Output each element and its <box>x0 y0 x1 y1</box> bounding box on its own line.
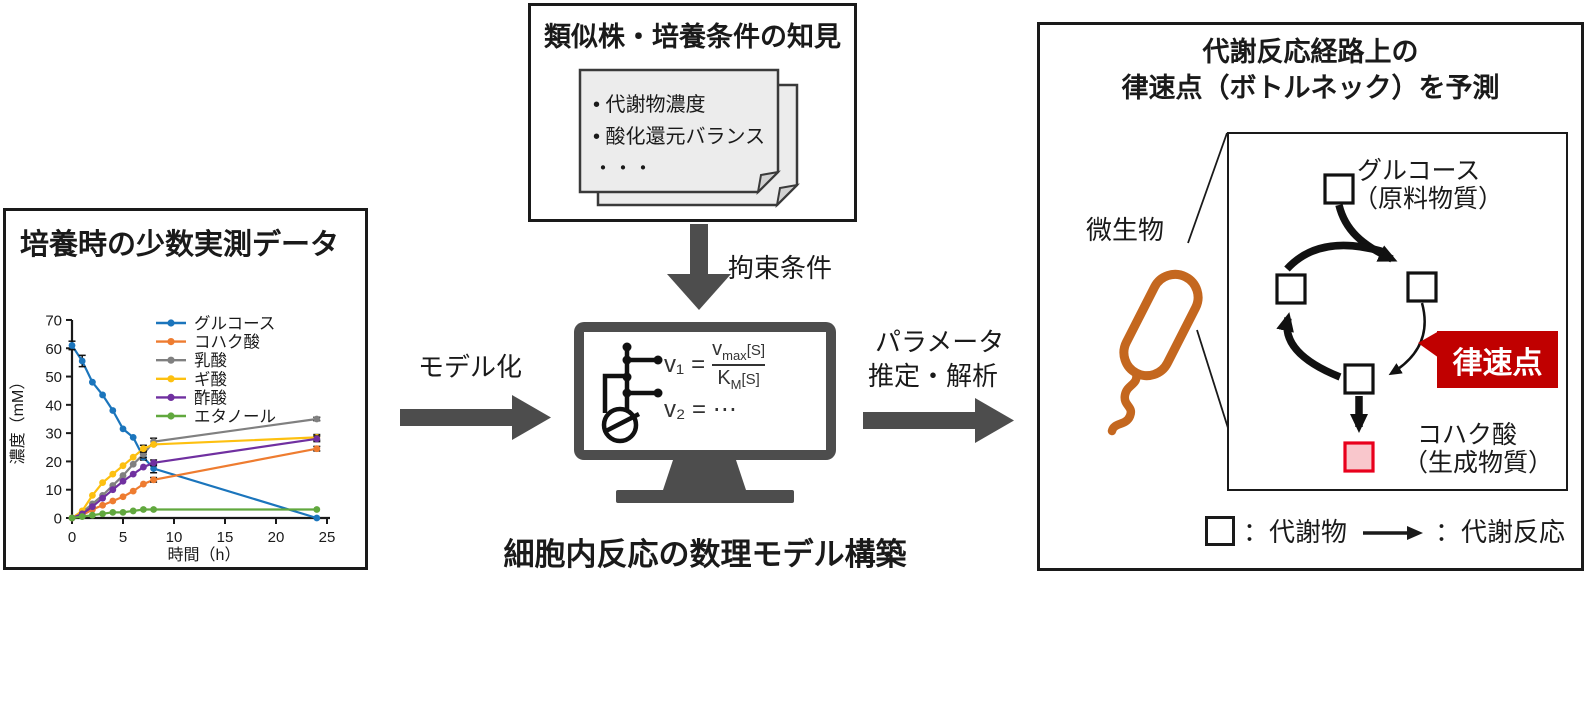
reaction-arrow-top-arc <box>1284 241 1386 272</box>
svg-text:30: 30 <box>45 426 62 443</box>
modeling-label: モデル化 <box>418 352 523 382</box>
svg-text:70: 70 <box>45 312 62 329</box>
reaction-arrow-left-up <box>1276 312 1342 381</box>
left-panel-title: 培養時の少数実測データ <box>20 229 340 261</box>
concentration-time-chart: 0 10 20 30 40 50 60 70 0 5 10 15 20 25 濃度（mM） 時間（h） グルコー… <box>9 312 336 564</box>
fraction-numerator: vmax[S] <box>712 338 765 363</box>
metabolite-square-glucose <box>1323 173 1355 205</box>
reaction-arrows <box>1276 204 1426 433</box>
vmax-subscript: max <box>722 348 747 363</box>
param-label-line2: 推定・解析 <box>868 361 999 391</box>
document-stack-icon <box>578 68 800 208</box>
svg-text:酢酸: 酢酸 <box>194 388 228 407</box>
equals-sign: = <box>691 351 706 378</box>
svg-text:0: 0 <box>54 511 62 528</box>
pathway-diagram <box>1107 132 1439 473</box>
svg-text:25: 25 <box>319 529 336 546</box>
legend-reaction-arrow-icon <box>1363 525 1424 540</box>
km-base: K <box>717 367 731 389</box>
modeling-arrow-icon <box>400 395 551 440</box>
parameter-arrow-icon <box>863 398 1014 443</box>
knowledge-item: • 代謝物濃度 <box>593 94 706 116</box>
right-panel-title: 代謝反応経路上の 律速点（ボトルネック）を予測 <box>1040 35 1581 106</box>
succinate-label: コハク酸 <box>1417 421 1518 449</box>
glucose-sublabel: （原料物質） <box>1353 185 1504 213</box>
substrate-bracket: [S] <box>741 371 760 388</box>
reaction-arrow-bottleneck <box>1388 302 1426 376</box>
bottleneck-pointer <box>1418 331 1439 358</box>
microbe-icon <box>1107 269 1203 436</box>
svg-text:グルコース: グルコース <box>194 314 275 333</box>
substrate-bracket: [S] <box>746 342 766 359</box>
right-panel-title-line2: 律速点（ボトルネック）を予測 <box>1121 72 1500 103</box>
callout-lines <box>1187 132 1229 429</box>
legend-reaction-label: ：代謝反応 <box>1435 517 1566 547</box>
michaelis-menten-fraction: vmax[S] KM[S] <box>712 338 766 392</box>
measured-data-panel: 培養時の少数実測データ 0 10 20 30 40 50 60 70 0 5 10 15 20 25 濃度（… <box>3 208 368 570</box>
svg-text:5: 5 <box>119 529 127 546</box>
prediction-panel: 代謝反応経路上の 律速点（ボトルネック）を予測 微生物 <box>1037 22 1584 571</box>
svg-text:コハク酸: コハク酸 <box>194 333 261 352</box>
svg-text:時間（h）: 時間（h） <box>168 546 241 564</box>
knowledge-box: 類似株・培養条件の知見 • 代謝物濃度 • 酸化還元バランス ・・・ <box>528 3 857 222</box>
metabolite-square-bottom <box>1343 363 1375 395</box>
pathway-inner-box <box>1227 132 1568 491</box>
constraint-down-arrow-icon <box>667 224 731 310</box>
metabolite-squares <box>1275 173 1438 395</box>
svg-text:20: 20 <box>45 454 62 471</box>
km-subscript: M <box>730 377 742 392</box>
succinate-sublabel: （生成物質） <box>1403 449 1554 477</box>
vmax-base: v <box>712 338 723 360</box>
svg-text:50: 50 <box>45 369 62 386</box>
computer-monitor-icon <box>574 322 836 503</box>
svg-text:10: 10 <box>166 529 183 546</box>
legend-metabolite-square-icon <box>1205 515 1235 546</box>
svg-text:60: 60 <box>45 341 62 358</box>
pathway-legend: ：代謝物 ：代謝反応 <box>1205 512 1565 549</box>
svg-text:エタノール: エタノール <box>194 407 276 426</box>
svg-text:ギ酸: ギ酸 <box>194 370 228 389</box>
svg-text:10: 10 <box>45 482 62 499</box>
microbe-label: 微生物 <box>1086 215 1165 245</box>
reaction-arrow-glucose <box>1335 204 1398 263</box>
right-panel-title-line1: 代謝反応経路上の <box>1202 37 1419 67</box>
v1-symbol: v₁ <box>664 351 685 378</box>
fraction-bar <box>712 364 766 366</box>
model-caption: 細胞内反応の数理モデル構築 <box>503 537 907 572</box>
svg-text:濃度（mM）: 濃度（mM） <box>9 374 27 465</box>
knowledge-box-title: 類似株・培養条件の知見 <box>544 22 841 52</box>
param-label-line1: パラメータ <box>875 327 1005 357</box>
product-square <box>1343 441 1375 473</box>
glucose-label: グルコース <box>1357 157 1481 185</box>
v2-equation: v₂ = ⋯ <box>664 396 737 423</box>
fraction-denominator: KM[S] <box>717 367 760 392</box>
svg-text:15: 15 <box>217 529 234 546</box>
metabolite-square-right <box>1406 271 1438 303</box>
bottleneck-badge: 律速点 <box>1437 331 1558 388</box>
svg-text:乳酸: 乳酸 <box>194 351 228 370</box>
legend-metabolite-label: ：代謝物 <box>1243 517 1348 547</box>
svg-text:0: 0 <box>68 529 76 546</box>
svg-text:20: 20 <box>268 529 285 546</box>
svg-text:40: 40 <box>45 397 62 414</box>
rate-equation-line1: v₁ = vmax[S] KM[S] <box>664 338 766 392</box>
knowledge-item: ・・・ <box>593 158 653 180</box>
rate-equation: v₁ = vmax[S] KM[S] v₂ = ⋯ <box>664 338 766 424</box>
knowledge-item: • 酸化還元バランス <box>593 126 766 148</box>
metabolite-square-left <box>1275 273 1307 305</box>
constraint-label: 拘束条件 <box>728 253 833 283</box>
